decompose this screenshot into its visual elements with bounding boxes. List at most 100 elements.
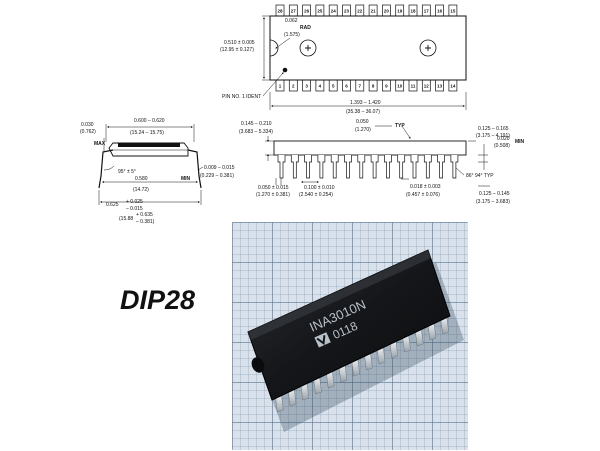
top-pin-number: 24 [331,9,337,14]
side-lead [450,155,459,179]
top-pin-number: 18 [410,9,416,14]
end-max-in: 0.030 [81,122,94,128]
bottom-pin-number: 6 [345,84,348,89]
side-lead-w-in: 0.018 ± 0.003 [410,184,441,190]
rad-value: 0.062 [285,18,298,24]
side-lead [384,155,392,179]
end-span-mm-minus: – 0.381) [136,219,155,225]
end-span-mm: (15.88 [119,216,133,222]
bottom-pin-number: 11 [411,84,416,89]
side-lead-w-mm: (0.457 ± 0.076) [406,192,440,198]
top-pin-number: 28 [277,9,283,14]
end-body-mm: (14.72) [133,187,149,193]
side-lead [437,155,445,179]
end-lead-t-in: 0.009 – 0.015 [204,165,235,171]
side-lead [410,155,419,179]
end-span-plus: + 0.025 [126,199,143,205]
rad-mm: (1.575) [284,32,300,38]
bottom-pin-number: 4 [319,84,322,89]
side-lead-len-mm: (3.175 – 3.683) [476,199,510,205]
top-pin-number: 26 [304,9,310,14]
side-lead [317,155,326,179]
top-pin-number: 22 [357,9,363,14]
end-row-in: 0.600 – 0.620 [134,118,165,124]
side-lead [277,155,286,179]
side-lead [397,155,406,179]
top-pin-number: 23 [344,9,350,14]
end-min-label: MIN [181,176,191,182]
side-shoulder-in: 0.050 ± 0.015 [258,185,289,191]
side-lead [304,155,312,179]
side-seat-mm: (3.175 – 4.191) [476,133,510,139]
end-lead-t-mm: (0.229 – 0.381) [200,173,234,179]
side-height-mm: (3.683 – 5.334) [239,129,273,135]
side-lead [423,155,432,179]
pin1-label: PIN NO. 1 IDENT [222,94,261,100]
top-view-body [269,15,467,81]
end-view: 0.030 (0.762) MAX 0.600 – 0.620 (15.24 –… [80,118,235,225]
top-pin-number: 20 [384,9,390,14]
end-angle: 95° ± 5° [118,169,136,175]
top-pin-number: 27 [291,9,297,14]
side-pitch-in: 0.100 ± 0.010 [304,185,335,191]
end-body-in: 0.580 [135,176,148,182]
bottom-pin-number: 2 [292,84,295,89]
bottom-pin-number: 13 [437,84,443,89]
side-lead [370,155,379,179]
pin1-notch [269,39,279,57]
top-pin-number: 21 [371,9,377,14]
end-span-mm-plus: + 0.635 [136,212,153,218]
top-pin-number: 17 [424,9,430,14]
bottom-pin-number: 10 [397,84,403,89]
side-lead-angle: 86° 94° TYP [466,173,494,179]
top-width-in: 0.510 ± 0.005 [224,40,255,46]
side-pitch-mm: (2.540 ± 0.254) [299,192,333,198]
side-lead [357,155,366,179]
top-length-in: 1.393 – 1.420 [350,100,381,106]
top-pin-number: 15 [450,9,456,14]
bottom-pin-number: 1 [279,84,282,89]
rad-label: RAD [300,25,311,31]
side-standoff-mm: (0.508) [494,143,510,149]
bottom-pin-number: 3 [305,84,308,89]
manufacturer-logo [314,332,331,348]
bottom-pin-number: 5 [332,84,335,89]
side-view-body [273,140,467,156]
side-lead-row [277,155,459,179]
right-hole [419,39,437,57]
side-lead [330,155,339,179]
end-span-in: 0.625 [106,202,119,208]
top-width-mm: (12.95 ± 0.127) [220,47,254,53]
bottom-pin-number: 12 [424,84,430,89]
end-right-lead [187,149,202,189]
side-lead [344,155,352,179]
end-max-mm: (0.762) [80,129,96,135]
side-lead [290,155,299,179]
side-seat-in: 0.125 – 0.165 [478,126,509,132]
end-row-mm: (15.24 – 15.75) [130,130,164,136]
bottom-pin-number: 8 [372,84,375,89]
package-title: DIP28 [120,285,196,315]
side-standoff-in: 0.020 [497,136,510,142]
side-pitch-a-in: 0.050 [356,119,369,125]
top-length-mm: (35.38 – 36.07) [346,109,380,115]
left-hole [299,39,317,57]
side-height-in: 0.145 – 0.210 [241,121,272,127]
side-typ-label: TYP [395,123,405,129]
end-max-label: MAX [94,141,106,147]
top-pin-number: 16 [437,9,443,14]
bottom-pin-number: 14 [450,84,456,89]
bottom-pin-number: 7 [359,84,362,89]
side-standoff-label: MIN [515,139,525,145]
side-view: 0.145 – 0.210 (3.683 – 5.334) 0.050 (1.2… [239,119,525,205]
side-pitch-a-mm: (1.270) [355,127,371,133]
top-pin-number: 19 [397,9,403,14]
end-left-lead [98,149,114,189]
end-span-minus: – 0.015 [126,206,143,212]
chip-photo: INA3010N 0118 [232,222,468,450]
bottom-pin-number: 9 [385,84,388,89]
